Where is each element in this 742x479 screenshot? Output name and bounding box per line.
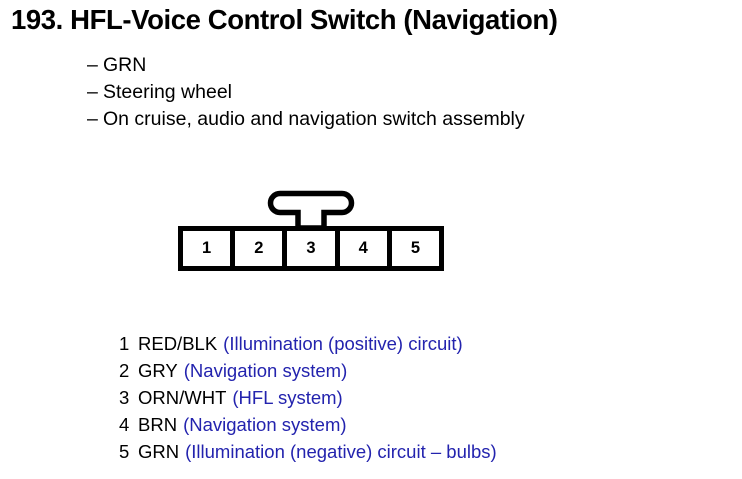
connector-diagram: 1 2 3 4 5 — [178, 188, 444, 273]
pin-number: 1 — [202, 239, 212, 257]
bullet-item-label: On cruise, audio and navigation switch a… — [103, 108, 525, 130]
legend-row: 1 RED/BLK (Illumination (positive) circu… — [119, 330, 719, 357]
page-title: 193. HFL-Voice Control Switch (Navigatio… — [11, 4, 558, 35]
legend-wire-color: RED/BLK — [138, 333, 218, 354]
legend-pin-number: 2 — [119, 360, 130, 381]
connector-pin-cell: 3 — [287, 231, 340, 266]
bullet-item: – GRN — [87, 52, 707, 79]
legend-wire-color: GRY — [138, 360, 178, 381]
pin-number: 2 — [254, 239, 264, 257]
connector-pin-cell: 4 — [339, 231, 392, 266]
legend-description: (Illumination (positive) circuit) — [223, 333, 463, 354]
pin-number: 3 — [306, 239, 316, 257]
legend-description: (Navigation system) — [183, 414, 347, 435]
legend-row: 3 ORN/WHT (HFL system) — [119, 384, 719, 411]
bullet-item: – Steering wheel — [87, 79, 707, 106]
legend-wire-color: ORN/WHT — [138, 387, 227, 408]
bullet-item-label: GRN — [103, 54, 147, 76]
pin-number: 4 — [358, 239, 368, 257]
legend-pin-number: 5 — [119, 441, 130, 462]
dash-icon: – — [87, 54, 98, 76]
legend-wire-color: BRN — [138, 414, 178, 435]
pin-number: 5 — [410, 239, 420, 257]
legend-description: (Navigation system) — [183, 360, 348, 381]
connector-pin-cell: 1 — [183, 231, 236, 266]
bullet-item-label: Steering wheel — [103, 81, 232, 103]
connector-locking-tab-icon — [266, 188, 356, 230]
connector-pin-row: 1 2 3 4 5 — [178, 226, 444, 271]
legend-row: 2 GRY (Navigation system) — [119, 357, 719, 384]
dash-icon: – — [87, 108, 98, 130]
legend-row: 5 GRN (Illumination (negative) circuit –… — [119, 438, 719, 465]
legend-row: 4 BRN (Navigation system) — [119, 411, 719, 438]
description-bullet-list: – GRN – Steering wheel – On cruise, audi… — [87, 52, 707, 133]
bullet-item: – On cruise, audio and navigation switch… — [87, 106, 707, 133]
connector-pin-cell: 5 — [391, 231, 440, 266]
legend-pin-number: 1 — [119, 333, 130, 354]
dash-icon: – — [87, 81, 98, 103]
legend-description: (HFL system) — [232, 387, 343, 408]
legend-pin-number: 4 — [119, 414, 130, 435]
legend-description: (Illumination (negative) circuit – bulbs… — [185, 441, 497, 462]
connector-pin-cell: 2 — [235, 231, 288, 266]
legend-pin-number: 3 — [119, 387, 130, 408]
legend-wire-color: GRN — [138, 441, 180, 462]
pin-legend-list: 1 RED/BLK (Illumination (positive) circu… — [119, 330, 719, 465]
